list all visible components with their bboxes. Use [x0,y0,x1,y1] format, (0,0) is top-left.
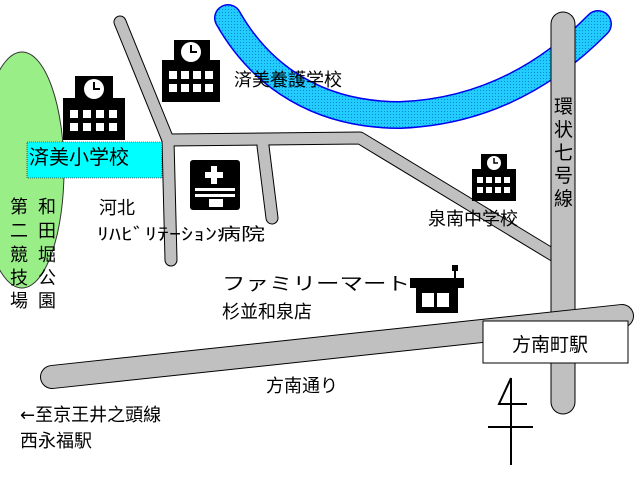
saibi-elementary-label-bg [26,141,163,179]
saibi-elementary-label: 済美小学校 [29,145,129,169]
convenience-store-icon [410,265,464,313]
daini-stadium-label: 第 二 競 技 場 [10,197,28,312]
ring7-label: 環 状 七 号 線 [554,96,573,210]
north-arrow-icon [488,377,533,465]
svg-text:場: 場 [10,291,28,312]
svg-text:号: 号 [554,165,573,187]
to-inokashira-label: ←至京王井之頭線 [20,405,161,426]
wadabori-park-label: 和 田 堀 公 園 [38,197,56,312]
svg-text:技: 技 [10,268,28,289]
familymart-label-line1: ファミリーマート [222,274,410,295]
school-icon [472,154,516,201]
honan-street-label: 方南通り [266,376,338,397]
svg-text:二: 二 [10,221,28,242]
saibi-special-school-label: 済美養護学校 [234,70,342,91]
hospital-label-line2: ﾘﾊﾋﾞﾘﾃｰｼｮﾝ病院 [97,225,265,245]
river [214,4,612,130]
svg-text:七: 七 [554,142,573,164]
svg-text:和: 和 [38,197,56,218]
school-icon [162,40,220,102]
svg-text:環: 環 [554,96,573,118]
sennan-junior-label: 泉南中学校 [428,209,518,230]
svg-text:公: 公 [38,268,56,289]
svg-text:園: 園 [38,291,56,312]
station-box [482,320,629,364]
school-icon [63,76,125,140]
station-label: 方南町駅 [512,334,588,356]
svg-text:競: 競 [10,245,28,266]
svg-text:田: 田 [38,221,56,242]
hospital-icon [190,160,240,210]
svg-text:第: 第 [10,197,28,218]
familymart-label-line2: 杉並和泉店 [222,302,312,323]
nishieifuku-label: 西永福駅 [20,431,92,452]
svg-text:堀: 堀 [38,245,56,266]
hospital-label-line1: 河北 [99,198,135,219]
svg-text:線: 線 [554,188,573,210]
svg-text:状: 状 [554,119,573,141]
